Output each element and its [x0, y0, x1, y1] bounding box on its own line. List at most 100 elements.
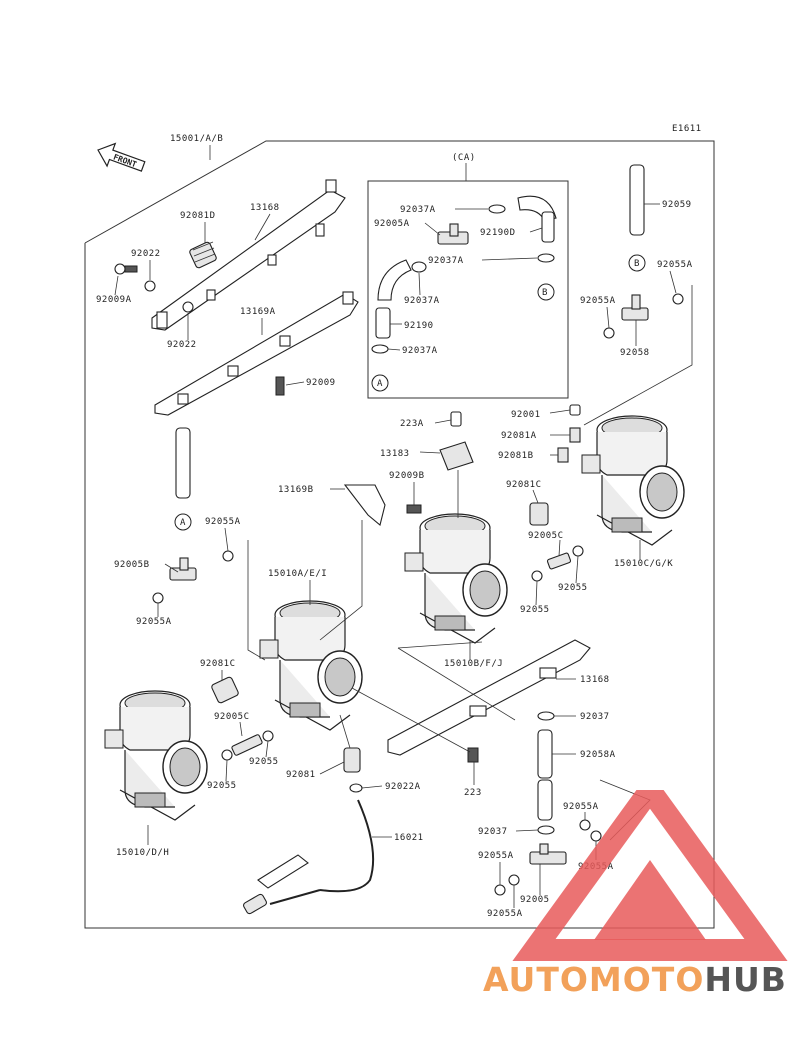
part-label-p92081c2: 92081C	[200, 659, 236, 669]
part-label-p13183: 13183	[380, 449, 410, 459]
spring-92081c-left	[211, 676, 239, 704]
fuel-rail-13168-lower	[387, 639, 591, 756]
leader-line-p92055b3	[265, 740, 269, 758]
part-label-p15010b: 15010B/F/J	[444, 659, 503, 669]
part-label-p92055a8: 92055A	[487, 909, 523, 919]
carburetor-15010c	[581, 415, 685, 546]
ring-92055-left-b	[221, 749, 233, 761]
leader-line-p223a	[434, 419, 452, 424]
ring-92055a-left-low	[152, 592, 164, 604]
part-label-p92009b: 92009B	[389, 471, 425, 481]
part-label-p15010: 15010/D/H	[116, 848, 169, 858]
part-label-p13169b: 13169B	[278, 485, 314, 495]
part-label-p92055a7: 92055A	[478, 851, 514, 861]
part-label-p92055a5: 92055A	[563, 802, 599, 812]
marker-b-right-label: B	[634, 259, 640, 269]
leader-line-p92037a4	[387, 348, 401, 351]
marker-b-ca	[537, 283, 555, 301]
part-label-p92037b2: 92037	[478, 827, 508, 837]
leader-line-p92081c1	[532, 489, 539, 504]
ring-92055a-r2	[603, 327, 615, 339]
fuel-rail-lower	[154, 291, 359, 416]
spring-92081c-right	[529, 502, 549, 526]
bracket-13169b	[343, 484, 386, 526]
part-label-p92055a1: 92055A	[657, 260, 693, 270]
part-label-p92037b1: 92037	[580, 712, 610, 722]
leader-line-p92055a3	[224, 527, 229, 552]
clip-92037-lower	[537, 825, 555, 835]
marker-b-right	[628, 254, 646, 272]
ring-92055-right	[572, 545, 584, 557]
ring-92055a-low-l1	[494, 884, 506, 896]
part-label-p92055b3: 92055	[249, 757, 279, 767]
leader-line-p92055a2	[606, 306, 610, 329]
hose-92058	[175, 427, 191, 499]
bolt-92009	[275, 376, 285, 396]
washer-92022-top	[144, 280, 156, 292]
part-label-p92037a1: 92037A	[400, 205, 436, 215]
carburetor-15010b	[404, 513, 508, 644]
tee-92005	[529, 843, 567, 865]
part-label-p92055b1: 92055	[520, 605, 550, 615]
spring-92081a	[569, 427, 581, 443]
ring-92055a-low-r2	[590, 830, 602, 842]
part-label-p92005b1: 92005B	[114, 560, 150, 570]
screw-92001	[569, 404, 581, 416]
leader-line-p92055b1	[535, 580, 538, 606]
marker-a-ca	[371, 374, 389, 392]
ca-group-label: (CA)	[452, 153, 476, 163]
part-label-p92055b2: 92055	[558, 583, 588, 593]
leader-line-p92005c2	[239, 721, 243, 737]
marker-a-left-label: A	[180, 518, 186, 528]
leader-line-p92055a1	[669, 270, 677, 294]
front-arrow-icon: FRONT	[97, 142, 146, 172]
ring-92055-left-a	[262, 730, 274, 742]
part-label-p13168a: 13168	[250, 203, 280, 213]
spring-92081b	[557, 447, 569, 463]
part-label-p92081d: 92081D	[180, 211, 216, 221]
part-label-p92059: 92059	[662, 200, 692, 210]
part-label-p92055b4: 92055	[207, 781, 237, 791]
nipple-92005c-left	[231, 734, 263, 756]
hose-92059	[629, 164, 645, 236]
leader-line-p13168a	[254, 213, 271, 241]
tee-92058	[621, 294, 649, 321]
washer-92022-bottom	[182, 301, 194, 313]
ring-92055a-left-up	[222, 550, 234, 562]
part-label-p92055a4: 92055A	[136, 617, 172, 627]
part-label-p92022b: 92022	[167, 340, 197, 350]
leader-line-p92037b2	[515, 829, 539, 832]
part-label-p15010a: 15010A/E/I	[268, 569, 327, 579]
part-label-p223: 223	[464, 788, 482, 798]
part-label-p92037a3: 92037A	[404, 296, 440, 306]
leader-line-p92009	[285, 381, 305, 386]
part-label-p92058: 92058	[620, 348, 650, 358]
leader-line-p92081	[319, 761, 345, 775]
ca-group-box	[367, 180, 569, 399]
part-label-p223a: 223A	[400, 419, 424, 429]
part-label-p92055a3: 92055A	[205, 517, 241, 527]
part-label-p13169a: 13169A	[240, 307, 276, 317]
part-label-p92005c1: 92005C	[528, 531, 564, 541]
part-label-p92009a: 92009A	[96, 295, 132, 305]
part-label-p92009: 92009	[306, 378, 336, 388]
leader-line-p92037a3	[418, 272, 421, 296]
nipple-92005c-right	[546, 552, 572, 570]
leader-line-p92005c1	[558, 539, 561, 557]
ring-92055a-low-r1	[579, 819, 591, 831]
part-label-p15001: 15001/A/B	[170, 134, 223, 144]
part-label-p92022a2: 92022A	[385, 782, 421, 792]
part-label-p92005a: 92005A	[374, 219, 410, 229]
part-label-p92022a: 92022	[131, 249, 161, 259]
washer-92022a	[349, 783, 363, 793]
screw-223a	[450, 411, 462, 427]
leader-line-p92037a2	[481, 257, 538, 261]
bolt-92009a	[114, 263, 126, 275]
spring-92081d	[189, 241, 217, 269]
leader-line-p92005a	[424, 222, 441, 236]
marker-b-ca-label: B	[542, 288, 548, 298]
part-label-p92005c2: 92005C	[214, 712, 250, 722]
part-label-p92055a2: 92055A	[580, 296, 616, 306]
leader-line-p92055b4	[225, 759, 228, 782]
